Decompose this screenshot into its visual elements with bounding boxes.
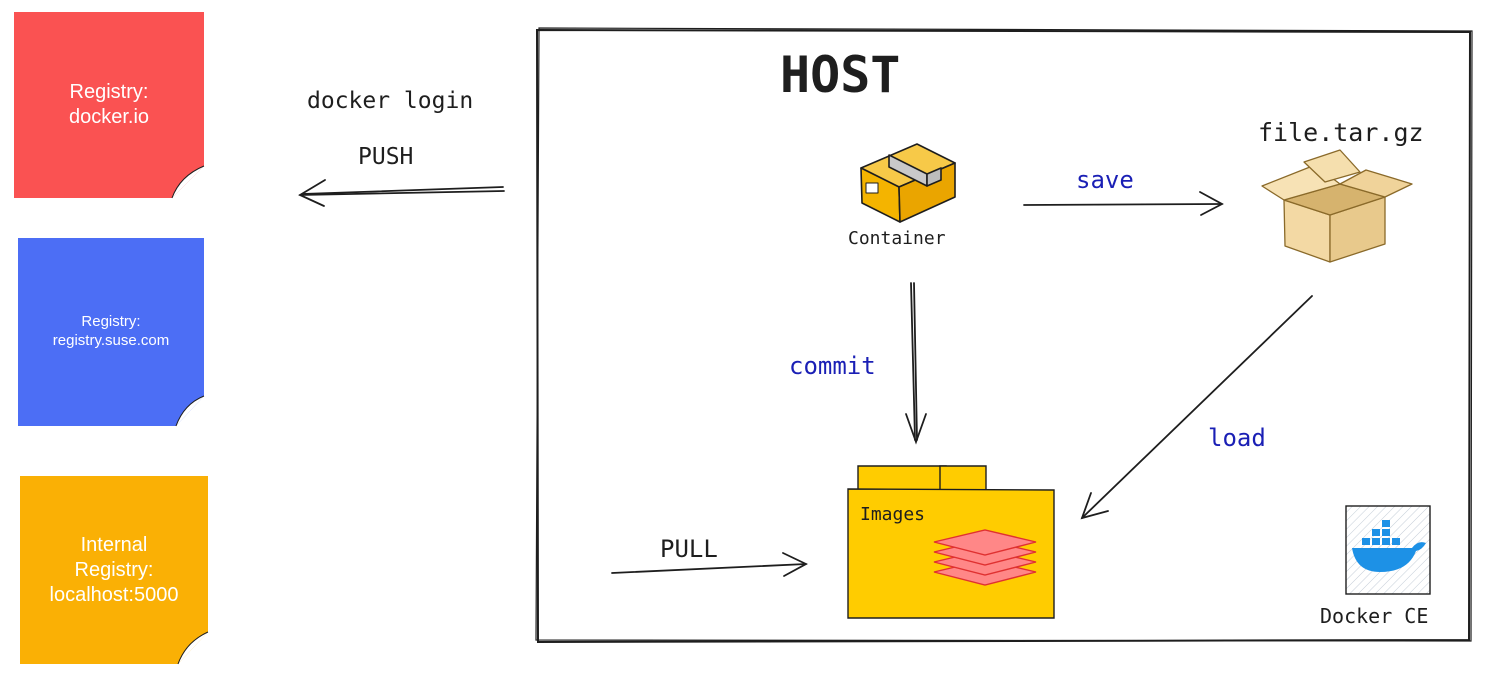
registry-label: Registry: registry.suse.com xyxy=(52,313,170,349)
registry-label: Registry: docker.io xyxy=(68,81,150,128)
note-curl-docker-io xyxy=(171,165,205,199)
open-box-icon xyxy=(1261,149,1413,263)
note-curl-suse xyxy=(175,395,205,427)
push-arrow xyxy=(298,179,505,207)
folder-layers-icon xyxy=(847,465,1055,619)
registry-label: Internal Registry: localhost:5000 xyxy=(49,533,179,606)
images-label: Images xyxy=(860,504,926,525)
save-arrow xyxy=(1023,191,1224,216)
docker-whale-icon xyxy=(1345,505,1431,595)
container-label: Container xyxy=(848,228,946,249)
push-label: PUSH xyxy=(358,144,414,170)
note-curl-internal xyxy=(177,631,209,665)
load-arrow xyxy=(1080,295,1313,520)
pull-arrow xyxy=(611,552,808,577)
save-label: save xyxy=(1076,166,1134,194)
pull-label: PULL xyxy=(660,535,718,563)
registry-note-docker-io: Registry: docker.io xyxy=(14,12,204,198)
registry-note-internal: Internal Registry: localhost:5000 xyxy=(20,476,208,664)
registry-note-suse: Registry: registry.suse.com xyxy=(18,238,204,426)
host-title: HOST xyxy=(780,46,901,104)
load-label: load xyxy=(1208,424,1266,452)
commit-arrow xyxy=(905,282,927,445)
archive-label: file.tar.gz xyxy=(1258,118,1424,147)
package-box-icon xyxy=(860,143,956,223)
host-frame xyxy=(535,27,1473,644)
commit-label: commit xyxy=(789,352,876,380)
docker-label: Docker CE xyxy=(1320,604,1429,628)
push-login-label: docker login xyxy=(307,88,474,114)
